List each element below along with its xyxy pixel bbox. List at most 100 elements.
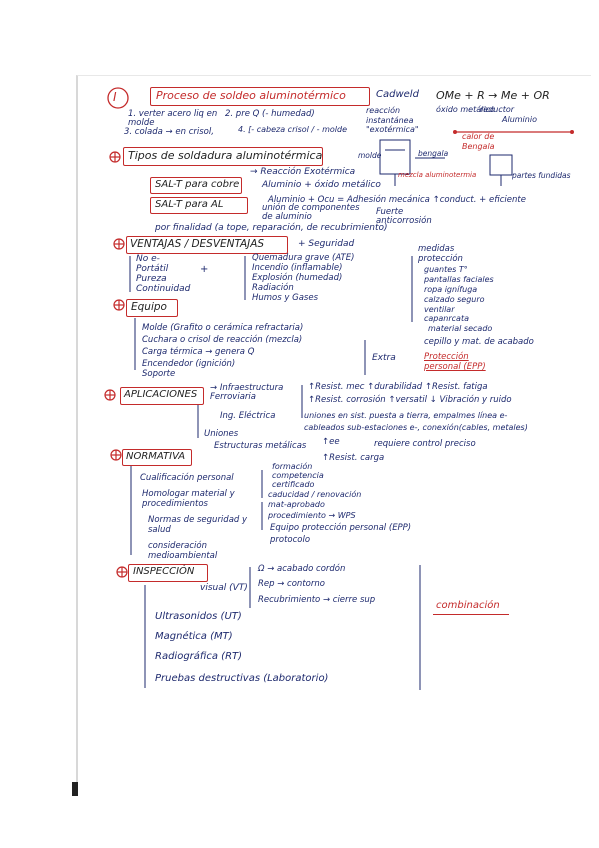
notebook-page: [76, 75, 591, 794]
ventaja-3: Continuidad: [136, 284, 191, 294]
ventaja-2: Pureza: [136, 274, 167, 284]
desventaja-2: Explosión (humedad): [252, 273, 343, 283]
aplicacion-resist: ↑Resist. mec ↑durabilidad ↑Resist. fatig…: [308, 382, 488, 392]
step-2: 2. pre Q (- humedad): [225, 109, 315, 119]
extra-cepillo: cepillo y mat. de acabado: [424, 337, 534, 347]
equipo-item-0: Molde (Grafito o cerámica refractaria): [142, 323, 304, 333]
norma-calif-1: competencia: [272, 471, 324, 480]
oxide-label: óxido metálico: [436, 105, 495, 114]
tipos-box: [123, 147, 323, 166]
norma-seguridad-1: protocolo: [270, 535, 311, 545]
inspeccion-title: INSPECCIÓN: [133, 566, 195, 577]
inspeccion-item-3: Pruebas destructivas (Laboratorio): [155, 673, 329, 684]
salt-al-desc: unión de componentes de aluminio: [262, 203, 360, 223]
norma-homolog-1: mat-aprobado: [268, 500, 325, 509]
norma-homolog-0: caducidad / renovación: [268, 490, 362, 499]
seguridad-label: + Seguridad: [298, 239, 355, 249]
salt-al-box: [150, 197, 248, 214]
salt-al: SAL-T para AL: [155, 199, 224, 210]
aplicacion-control: requiere control preciso: [374, 439, 476, 449]
salt-cobre-desc: Aluminio + Ocu = Adhesión mecánica ↑cond…: [268, 195, 526, 205]
equipo-item-1: Cuchara o crisol de reacción (mezcla): [142, 335, 303, 345]
visual-2: Recubrimiento → cierre sup: [258, 595, 376, 605]
normativa-box: [122, 449, 192, 466]
ventajas-plus: +: [200, 264, 209, 275]
calor-label: calor de Bengala: [462, 132, 495, 151]
aplicacion-uniones2: Uniones: [204, 429, 239, 439]
aplicacion-resist-carga: ↑Resist. carga: [322, 453, 385, 463]
title-box: [150, 87, 370, 106]
diagram-mezcla: mezcla aluminotermia: [398, 171, 477, 179]
diagram-molde: molde: [358, 151, 382, 160]
desventaja-0: Quemadura grave (ATE): [252, 253, 355, 263]
aplicacion-resist2: ↑Resist. corrosión ↑versatil ↓ Vibración…: [308, 395, 512, 405]
medida-4: ropa ignífuga: [424, 285, 478, 294]
page-title: Proceso de soldeo aluminotérmico: [156, 89, 346, 102]
reductor-label: reductor: [480, 105, 515, 114]
tipos-reaction: → Reacción Exotérmica: [250, 167, 356, 177]
step-4: 4. [- cabeza crisol / - molde: [238, 125, 347, 134]
aplicaciones-box: [120, 387, 204, 405]
roman-numeral: I: [113, 90, 117, 104]
page-edge-shadow: [72, 782, 78, 796]
salt-cobre: SAL-T para cobre: [155, 179, 240, 190]
diagram-bengala: bengala: [418, 149, 449, 158]
desventaja-4: Humos y Gases: [252, 293, 319, 303]
aplicacion-estructuras: Estructuras metálicas: [214, 441, 307, 451]
equipo-item-3: Encendedor (ignición): [142, 359, 236, 369]
inspeccion-box: [128, 564, 208, 582]
medida-0: medidas: [418, 244, 455, 254]
tipos-aluminium: Aluminio + óxido metálico: [262, 180, 381, 190]
medida-5: calzado seguro: [424, 295, 485, 304]
aplicacion-uniones: uniones en sist. puesta a tierra, empalm…: [304, 411, 508, 420]
ventajas-box: [126, 236, 288, 254]
aplicacion-ing: Ing. Eléctrica: [220, 411, 276, 421]
tipos-title: Tipos de soldadura aluminotérmica: [128, 149, 323, 162]
ventajas-title: VENTAJAS / DESVENTAJAS: [130, 238, 265, 250]
diagram-partes: partes fundidas: [512, 171, 571, 180]
ventaja-0: No e-: [136, 254, 160, 264]
aluminium-label: Aluminio: [502, 115, 537, 124]
norma-calificacion: Cualificación personal: [140, 473, 234, 483]
norma-homolog: Homologar material y procedimientos: [142, 489, 235, 509]
medida-1: protección: [418, 254, 463, 264]
norma-seguridad: Normas de seguridad y salud: [148, 515, 248, 535]
equipo-item-4: Soporte: [142, 369, 176, 379]
inspeccion-item-0: Ultrasonidos (UT): [155, 611, 242, 622]
medida-6: ventilar: [424, 305, 455, 314]
roman-circle: [107, 87, 129, 109]
finalidad-line: por finalidad (a tope, reparación, de re…: [155, 223, 388, 233]
ventaja-1: Portátil: [136, 264, 169, 274]
aplicacion-cableados: cableados sub-estaciones e-, conexión(ca…: [304, 423, 528, 432]
normativa-title: NORMATIVA: [126, 451, 186, 462]
medida-7: capanrcata: [424, 314, 469, 323]
norma-calif-0: formación: [272, 462, 313, 471]
salt-cobre-box: [150, 177, 242, 194]
reaction-note: reacción instantánea "exotérmica": [366, 106, 419, 135]
step-1: 1. verter acero liq en molde: [128, 109, 218, 129]
equipo-item-2: Carga térmica → genera Q: [142, 347, 255, 357]
norma-seguridad-0: Equipo protección personal (EPP): [270, 523, 412, 533]
visual-1: Rep → contorno: [258, 579, 325, 589]
reaction-equation: OMe + R → Me + OR: [436, 89, 550, 102]
desventaja-3: Radiación: [252, 283, 294, 293]
medida-3: pantallas faciales: [424, 275, 494, 284]
desventaja-1: Incendio (inflamable): [252, 263, 343, 273]
inspeccion-item-2: Radiográfica (RT): [155, 651, 243, 662]
inspeccion-visual: visual (VT): [200, 583, 248, 593]
equipo-title: Equipo: [131, 301, 167, 313]
medida-2: guantes T°: [424, 265, 468, 274]
step-3: 3. colada → en crisol,: [124, 127, 214, 137]
inspeccion-item-1: Magnética (MT): [155, 631, 233, 642]
combinacion-underline: [433, 614, 509, 615]
medida-8: material secado: [428, 324, 493, 333]
equipo-box: [126, 299, 178, 317]
fuerte-label: Fuerte anticorrosión: [376, 207, 432, 227]
visual-0: Ω → acabado cordón: [258, 564, 346, 574]
combinacion-label: combinación: [436, 600, 500, 611]
aplicaciones-title: APLICACIONES: [124, 389, 198, 400]
extra-label: Extra: [372, 353, 396, 363]
norma-medioambiental: consideración medioambiental: [148, 541, 218, 561]
cadweld-label: Cadweld: [376, 89, 419, 100]
